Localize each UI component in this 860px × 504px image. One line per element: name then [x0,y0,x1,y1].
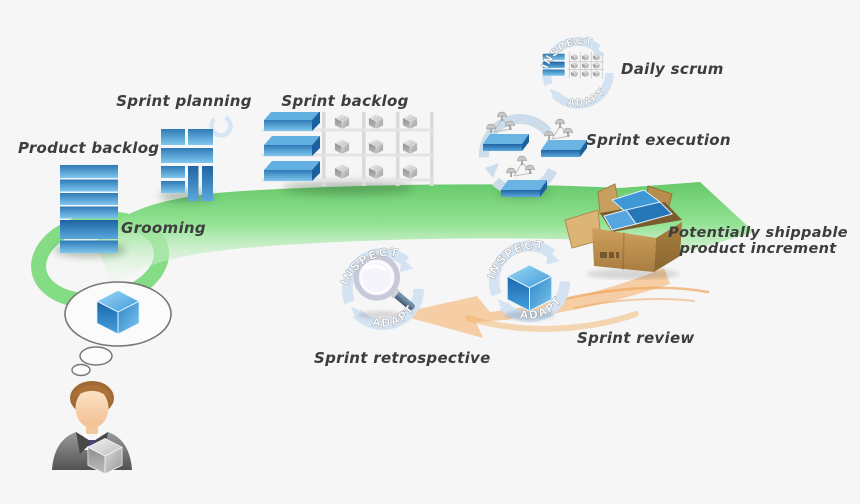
mini-task-board [542,51,604,79]
work-item-gray-cube [86,437,124,479]
daily-scrum-cycle-icon: INSPECT ADAPT [527,22,629,128]
product-backlog-icon [60,165,118,257]
sprint-retrospective-label: Sprint retrospective [314,349,491,367]
sprint-flow-green-arrow [96,182,754,286]
sprint-retrospective-cycle-icon: INSPECT ADAPT [325,231,441,351]
sprint-planning-label: Sprint planning [116,92,252,110]
shippable-line2: product increment [679,240,837,257]
product-backlog-label: Product backlog [18,139,160,157]
shadow [282,181,414,195]
sprint-review-cycle-icon: INSPECT ADAPT [472,224,587,343]
box-contents-cubes [603,189,673,231]
planning-cycle-icon [209,114,233,138]
sprint-backlog-icon [262,111,434,190]
box-label-marks [600,252,619,258]
thought-bubble [55,278,185,386]
sprint-execution-label: Sprint execution [586,131,731,149]
sprint-execution-cycle-icon [475,106,587,210]
sprint-review-label: Sprint review [577,329,695,347]
magnifier-icon [353,254,415,311]
daily-scrum-label: Daily scrum [621,60,724,78]
grooming-label: Grooming [121,219,206,237]
product-increment-box-icon [558,178,710,284]
sprint-backlog-label: Sprint backlog [281,92,409,110]
feedback-orange-arrow [396,268,670,338]
shippable-increment-label: Potentially shippable product increment [668,225,848,257]
reviewed-cube [506,264,553,312]
shippable-line1: Potentially shippable [668,225,848,241]
orange-arc [465,311,639,332]
inspect-label: INSPECT [535,31,600,73]
sprint-planning-icon [161,129,213,205]
